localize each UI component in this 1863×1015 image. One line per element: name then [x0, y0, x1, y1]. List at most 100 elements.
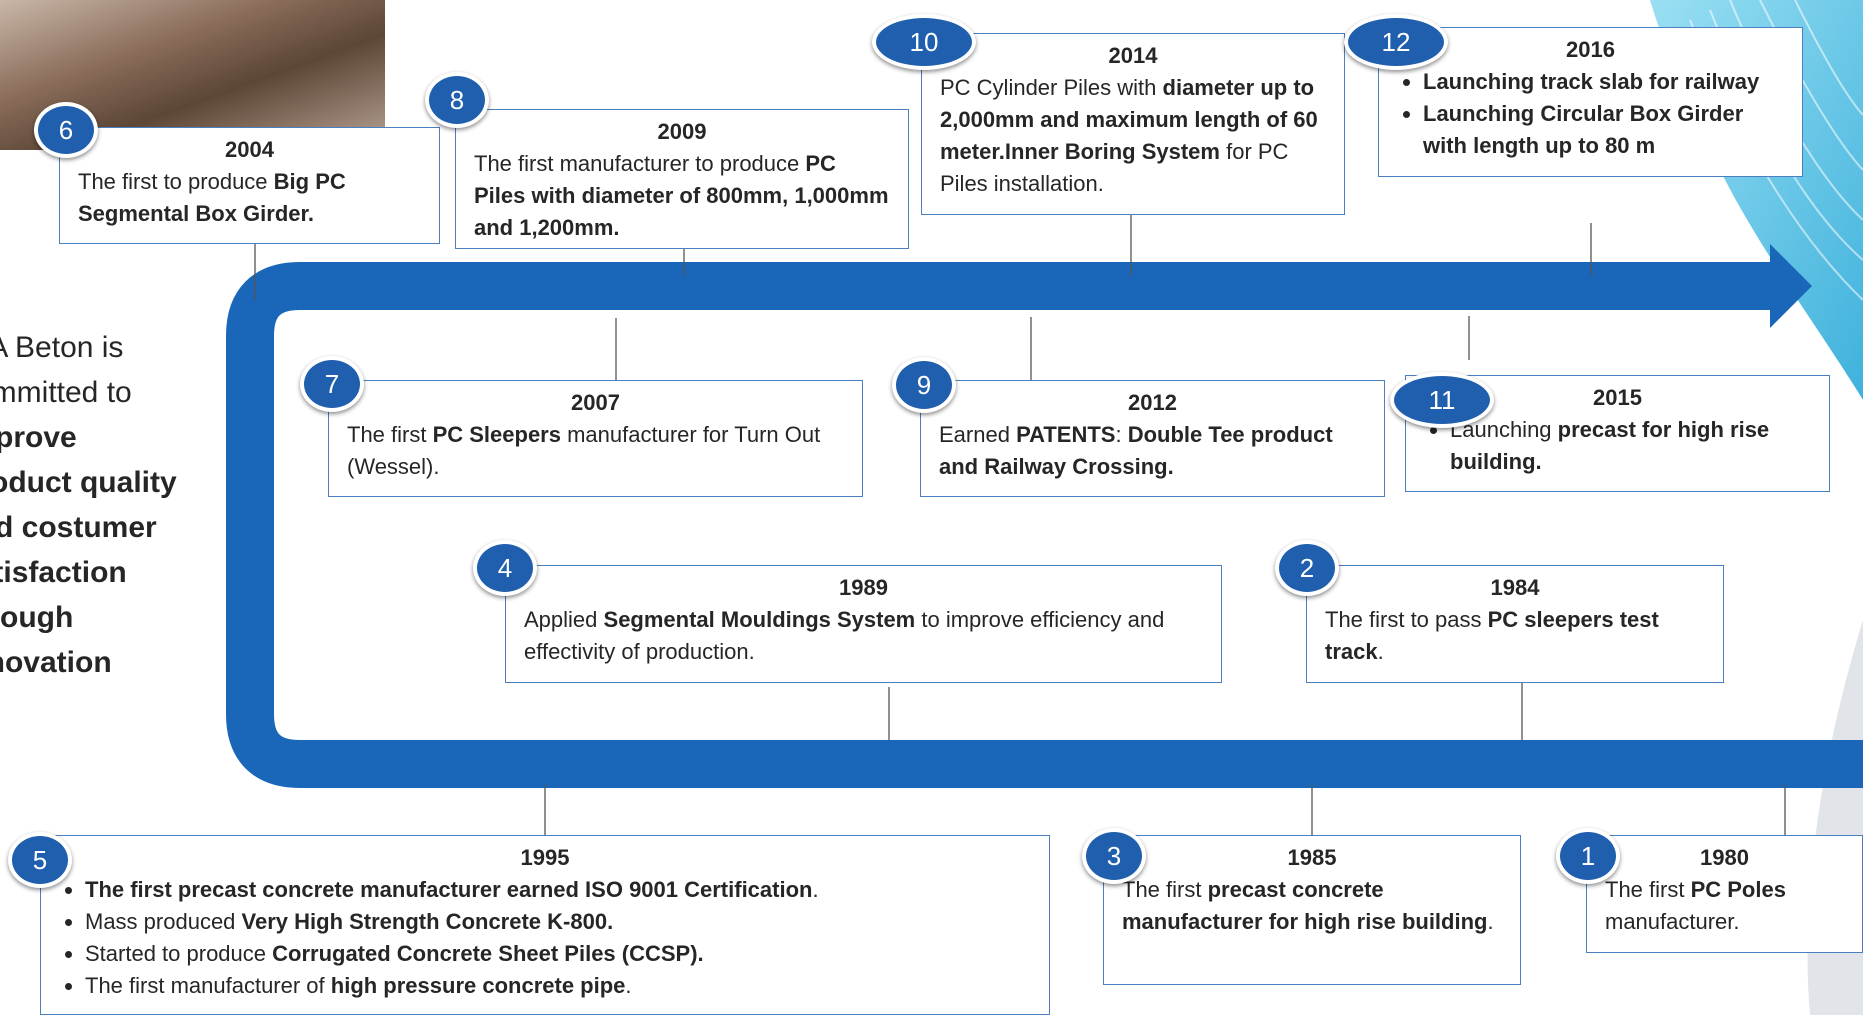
milestone-description: The first manufacturer to produce PC Pil…: [474, 148, 890, 244]
milestone-bullet-list: The first precast concrete manufacturer …: [59, 874, 1031, 1002]
milestone-text: Mass produced: [85, 909, 242, 934]
milestone-text-bold: PATENTS: [1016, 422, 1116, 447]
milestone-box: 2014 PC Cylinder Piles with diameter up t…: [921, 33, 1345, 215]
milestone-text: .: [812, 877, 819, 902]
milestone-text: Started to produce: [85, 941, 273, 966]
milestone-text-bold: Big PC Segmental Box Girder.: [78, 169, 346, 226]
milestone-bullet: Started to produce Corrugated Concrete S…: [85, 938, 1031, 970]
milestone-bullet-list: Launching precast for high rise building…: [1424, 414, 1811, 478]
milestone-text-bold: Segmental Mouldings System: [603, 607, 916, 632]
milestone-box: 2016Launching track slab for railwayLaun…: [1378, 27, 1803, 177]
milestone-text: The first: [1122, 877, 1208, 902]
milestone-text-bold: PC Piles with diameter of 800mm, 1,000mm…: [474, 151, 889, 240]
milestone-bullet: Launching Circular Box Girder with lengt…: [1423, 98, 1784, 162]
tagline: IKA Beton is committed to improve produc…: [0, 325, 180, 685]
milestone-year: 1995: [520, 845, 570, 870]
milestone-text: PC Cylinder Piles with: [940, 75, 1163, 100]
milestone-description: The first to pass PC sleepers test track…: [1325, 604, 1705, 668]
milestone-description: The first PC Poles manufacturer.: [1605, 874, 1844, 938]
milestone-bullet: Mass produced Very High Strength Concret…: [85, 906, 1031, 938]
tagline-normal: IKA Beton is committed to: [0, 331, 132, 409]
milestone-year: 1980: [1700, 845, 1749, 870]
milestone-text: The first to pass: [1325, 607, 1488, 632]
timeline-arrow-head: [1770, 244, 1812, 328]
milestone-text-bold: Inner Boring System: [1004, 139, 1220, 164]
milestone-text-bold: Launching Circular Box Girder with lengt…: [1423, 101, 1744, 158]
milestone-text-bold: precast for high rise building.: [1450, 417, 1770, 474]
milestone-year: 2015: [1593, 385, 1642, 410]
milestone-description: The first precast concrete manufacturer …: [1122, 874, 1502, 938]
milestone-text: manufacturer for Turn Out (Wessel).: [347, 422, 821, 479]
wave-decoration-lower: [1807, 620, 1863, 1015]
milestone-number-badge: 8: [425, 72, 489, 128]
milestone-text: Earned: [939, 422, 1017, 447]
milestone-bullet: Launching track slab for railway: [1423, 66, 1784, 98]
milestone-number-badge: 7: [300, 356, 364, 412]
milestone-text: Applied: [524, 607, 604, 632]
milestone-number-badge: 10: [872, 14, 976, 70]
milestone-text-bold: Launching track slab for railway: [1423, 69, 1760, 94]
milestone-year: 2016: [1566, 37, 1615, 62]
milestone-year: 1985: [1287, 845, 1337, 870]
milestone-number-badge: 12: [1344, 14, 1448, 70]
milestone-text-bold: precast concrete manufacturer for high r…: [1122, 877, 1488, 934]
milestone-text: .: [625, 973, 632, 998]
milestone-number-badge: 1: [1556, 828, 1620, 884]
milestone-description: PC Cylinder Piles with diameter up to 2,…: [940, 72, 1326, 200]
milestone-text: The first manufacturer to produce: [474, 151, 806, 176]
milestone-description: Earned PATENTS: Double Tee product and R…: [939, 419, 1366, 483]
milestone-number-badge: 11: [1390, 372, 1494, 428]
milestone-text: The first: [1605, 877, 1691, 902]
milestone-number-badge: 3: [1082, 828, 1146, 884]
milestone-text: :: [1115, 422, 1128, 447]
milestone-year: 2012: [1128, 390, 1177, 415]
milestone-text-bold: high pressure concrete pipe: [330, 973, 626, 998]
milestone-text: .: [1377, 639, 1384, 664]
milestone-description: Applied Segmental Mouldings System to im…: [524, 604, 1203, 668]
milestone-text-bold: Very High Strength Concrete K-800.: [241, 909, 614, 934]
milestone-text: .: [1487, 909, 1494, 934]
milestone-text-bold: PC sleepers test track: [1325, 607, 1659, 664]
milestone-text: for PC Piles installation.: [940, 139, 1289, 196]
timeline-arrow-body: [226, 262, 1863, 788]
milestone-description: The first PC Sleepers manufacturer for T…: [347, 419, 844, 483]
milestone-year: 1984: [1490, 575, 1540, 600]
milestone-number-badge: 5: [8, 832, 72, 888]
milestone-year: 2007: [571, 390, 620, 415]
milestone-text-bold: PC Sleepers: [432, 422, 561, 447]
milestone-number-badge: 2: [1275, 540, 1339, 596]
milestone-text-bold: diameter up to 2,000mm and maximum lengt…: [940, 75, 1318, 164]
milestone-year: 2004: [225, 137, 274, 162]
milestone-box: 1995The first precast concrete manufactu…: [40, 835, 1050, 1015]
milestone-text: The first manufacturer of: [85, 973, 331, 998]
milestone-year: 1989: [839, 575, 888, 600]
tagline-bold: improve product quality and costumer sat…: [0, 421, 177, 679]
milestone-number-badge: 4: [473, 540, 537, 596]
milestone-year: 2014: [1108, 43, 1158, 68]
milestone-year: 2009: [657, 119, 707, 144]
milestone-bullet: The first manufacturer of high pressure …: [85, 970, 1031, 1002]
milestone-bullet-list: Launching track slab for railwayLaunchin…: [1397, 66, 1784, 162]
milestone-text-bold: Corrugated Concrete Sheet Piles (CCSP).: [272, 941, 704, 966]
milestone-text: The first: [347, 422, 433, 447]
milestone-number-badge: 6: [34, 102, 98, 158]
connector-lines: [254, 214, 1786, 836]
milestone-description: The first to produce Big PC Segmental Bo…: [78, 166, 421, 230]
milestone-bullet: Launching precast for high rise building…: [1450, 414, 1811, 478]
milestone-text: manufacturer.: [1605, 909, 1740, 934]
milestone-text-bold: PC Poles: [1690, 877, 1786, 902]
milestone-text: The first to produce: [78, 169, 274, 194]
milestone-text-bold: The first precast concrete manufacturer …: [85, 877, 813, 902]
milestone-text-bold: Double Tee product and Railway Crossing.: [939, 422, 1333, 479]
milestone-text: to improve efficiency and effectivity of…: [524, 607, 1165, 664]
milestone-bullet: The first precast concrete manufacturer …: [85, 874, 1031, 906]
milestone-number-badge: 9: [892, 357, 956, 413]
